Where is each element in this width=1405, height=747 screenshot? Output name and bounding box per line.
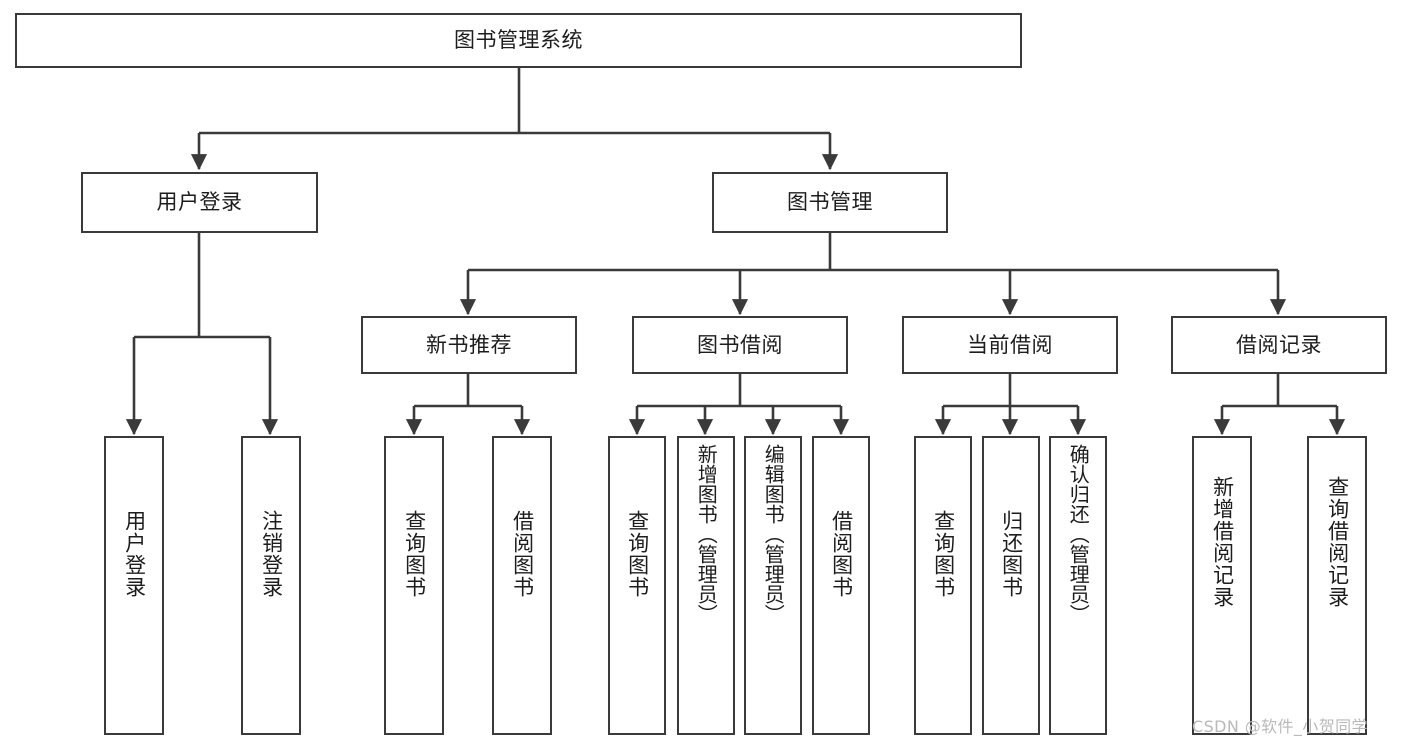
node-leaf-query-book-3-label: 查询图书 xyxy=(931,510,956,598)
node-leaf-query-record-label: 查询借阅记录 xyxy=(1325,476,1350,608)
node-leaf-edit-book[interactable]: 编辑图书（管理员） xyxy=(744,436,802,735)
node-book-borrow-label: 图书借阅 xyxy=(697,332,783,357)
node-leaf-edit-book-label: 编辑图书（管理员） xyxy=(761,444,786,624)
node-leaf-query-record[interactable]: 查询借阅记录 xyxy=(1307,436,1367,735)
node-leaf-return-book-label: 归还图书 xyxy=(999,510,1024,598)
node-leaf-query-book-2[interactable]: 查询图书 xyxy=(608,436,666,735)
node-leaf-query-book-2-label: 查询图书 xyxy=(625,510,650,598)
node-leaf-user-login[interactable]: 用户登录 xyxy=(104,436,164,735)
node-new-book-recommend[interactable]: 新书推荐 xyxy=(361,316,577,374)
node-book-borrow[interactable]: 图书借阅 xyxy=(632,316,848,374)
node-leaf-borrow-book-2[interactable]: 借阅图书 xyxy=(812,436,870,735)
node-leaf-confirm-return-label: 确认归还（管理员） xyxy=(1066,444,1091,624)
node-new-book-recommend-label: 新书推荐 xyxy=(426,332,512,357)
node-current-borrow[interactable]: 当前借阅 xyxy=(902,316,1118,374)
node-leaf-add-record-label: 新增借阅记录 xyxy=(1210,476,1235,608)
node-current-borrow-label: 当前借阅 xyxy=(967,332,1053,357)
node-leaf-add-book[interactable]: 新增图书（管理员） xyxy=(677,436,735,735)
node-leaf-user-login-label: 用户登录 xyxy=(122,510,147,598)
node-borrow-record[interactable]: 借阅记录 xyxy=(1171,316,1387,374)
node-leaf-query-book-1-label: 查询图书 xyxy=(402,510,427,598)
node-root-label: 图书管理系统 xyxy=(454,28,583,53)
node-user-login[interactable]: 用户登录 xyxy=(81,172,318,233)
node-leaf-return-book[interactable]: 归还图书 xyxy=(982,436,1040,735)
node-leaf-add-book-label: 新增图书（管理员） xyxy=(694,444,719,624)
node-leaf-confirm-return[interactable]: 确认归还（管理员） xyxy=(1049,436,1107,735)
node-leaf-add-record[interactable]: 新增借阅记录 xyxy=(1192,436,1252,735)
node-leaf-query-book-3[interactable]: 查询图书 xyxy=(914,436,972,735)
node-leaf-logout-login-label: 注销登录 xyxy=(259,510,284,598)
node-leaf-borrow-book-2-label: 借阅图书 xyxy=(829,510,854,598)
node-book-manage-label: 图书管理 xyxy=(787,190,873,215)
node-user-login-label: 用户登录 xyxy=(156,190,243,215)
node-leaf-borrow-book-1-label: 借阅图书 xyxy=(510,510,535,598)
node-leaf-query-book-1[interactable]: 查询图书 xyxy=(384,436,444,735)
node-book-manage[interactable]: 图书管理 xyxy=(712,172,948,233)
node-borrow-record-label: 借阅记录 xyxy=(1236,332,1322,357)
node-root[interactable]: 图书管理系统 xyxy=(15,13,1022,68)
node-leaf-borrow-book-1[interactable]: 借阅图书 xyxy=(492,436,552,735)
node-leaf-logout-login[interactable]: 注销登录 xyxy=(241,436,301,735)
